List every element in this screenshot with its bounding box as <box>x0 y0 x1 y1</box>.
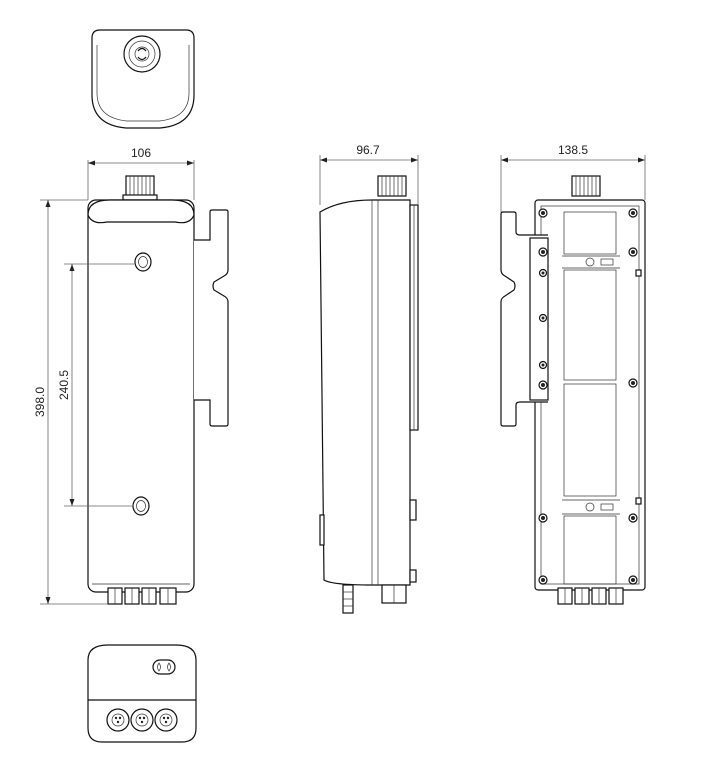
dimension-front-width: 106 <box>87 146 195 200</box>
top-view <box>91 29 195 129</box>
front-view <box>87 175 229 605</box>
dimension-label-side-depth: 96.7 <box>356 143 380 157</box>
dimension-label-back-width: 138.5 <box>558 143 588 157</box>
dimension-label-front-width: 106 <box>131 146 151 160</box>
dimension-back-width: 138.5 <box>500 143 646 212</box>
dimension-overall-height: 398.0 <box>33 199 108 605</box>
side-view <box>319 175 419 614</box>
bottom-view <box>87 644 197 743</box>
back-view <box>500 175 646 605</box>
dimension-hole-spacing: 240.5 <box>57 263 134 507</box>
dimension-side-depth: 96.7 <box>319 143 419 205</box>
dimension-label-overall-height: 398.0 <box>33 387 47 417</box>
dimension-label-hole-spacing: 240.5 <box>57 370 71 400</box>
